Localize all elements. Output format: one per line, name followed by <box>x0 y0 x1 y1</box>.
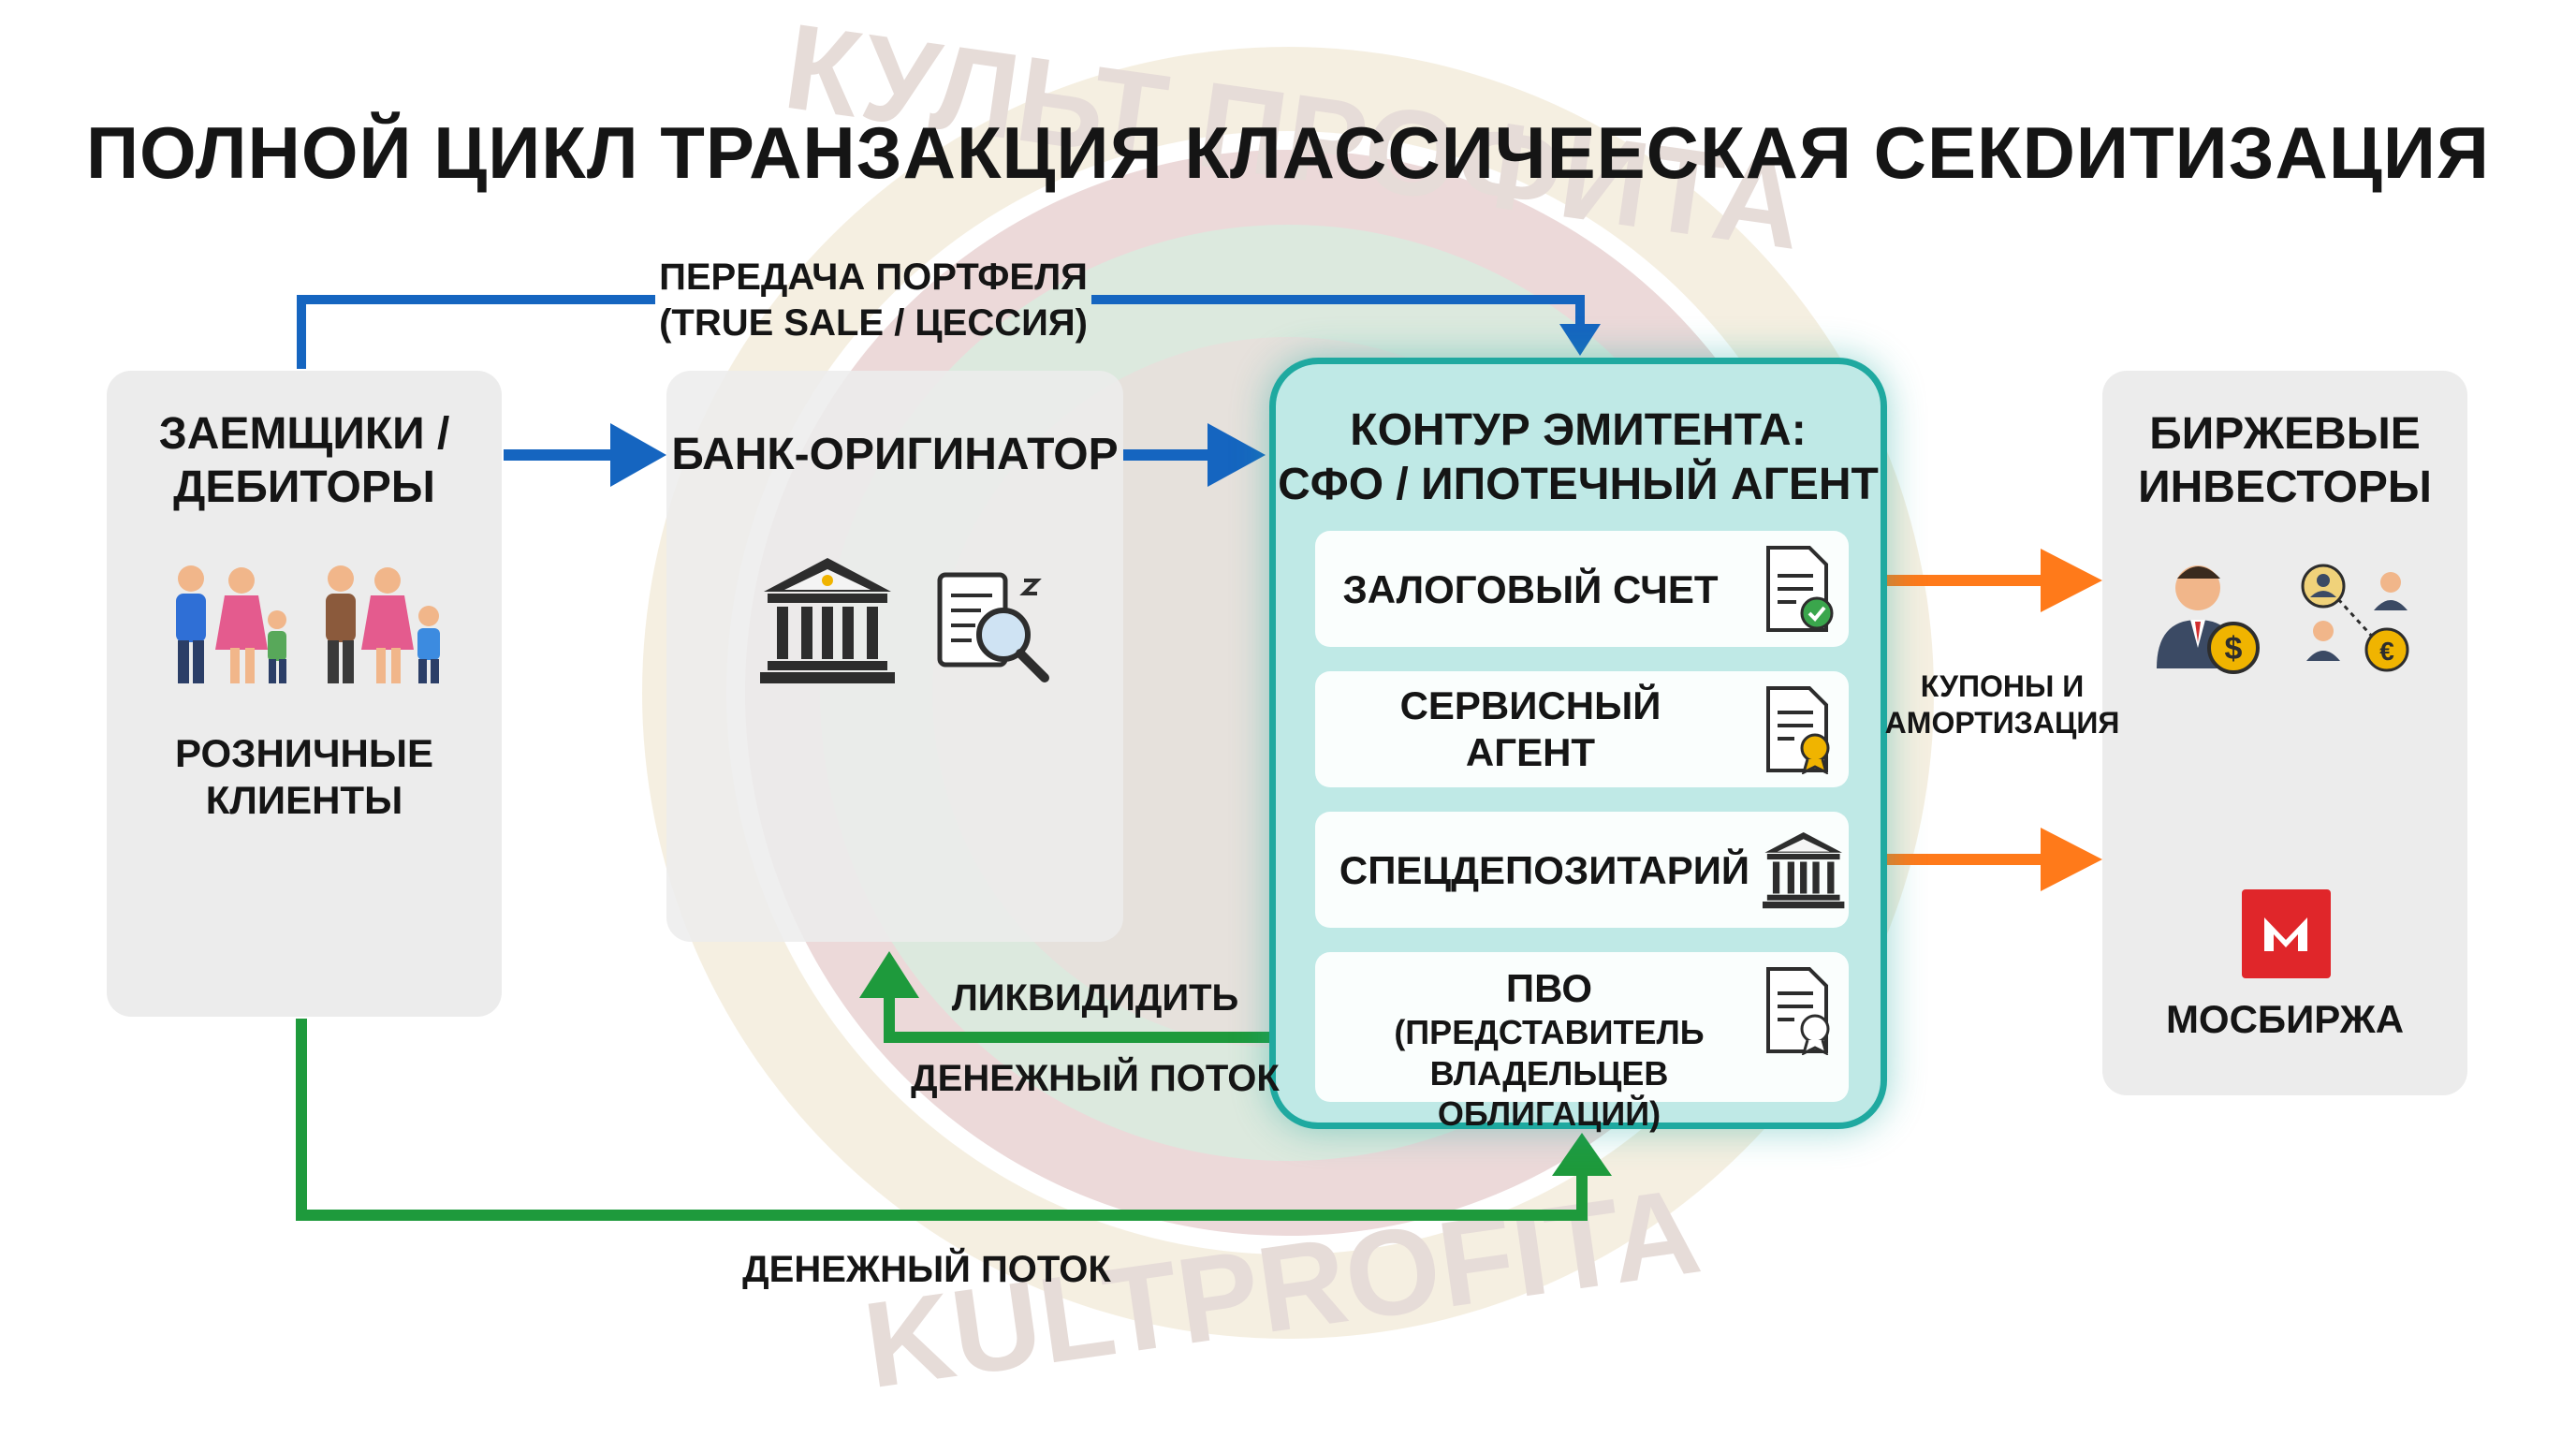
bottom-cash-flow-label: ДЕНЕЖНЫЙ ПОТОК <box>742 1249 1111 1290</box>
bank-icon <box>1763 831 1845 909</box>
svg-text:€: € <box>2379 637 2394 666</box>
emitter-title: КОНТУР ЭМИТЕНТА: СФО / ИПОТЕЧНЫЙ АГЕНТ <box>1278 405 1879 509</box>
liquidity-arrow <box>884 992 1269 1043</box>
borrowers-title: ЗАЕМЩИКИ / ДЕБИТОРЫ <box>158 409 450 512</box>
emitter-card-bondholders-representative: ПВО (ПРЕДСТАВИТЕЛЬ ВЛАДЕЛЬЦЕВ ОБЛИГАЦИЙ) <box>1315 952 1849 1133</box>
bank-panel: БАНК-ОРИГИНАТОР <box>666 371 1123 942</box>
emitter-card-collateral-account: ЗАЛОГОВЫЙ СЧЕТ <box>1315 531 1849 647</box>
document-check-icon <box>1766 546 1834 632</box>
svg-text:$: $ <box>2225 631 2243 667</box>
bank-title: БАНК-ОРИГИНАТОР <box>671 430 1119 479</box>
investor-icon: $ <box>2157 565 2260 674</box>
emitter-card-servicing-agent: СЕРВИСНЫЙ АГЕНТ <box>1315 671 1849 787</box>
family-icon <box>176 565 440 683</box>
moex-label: МОСБИРЖА <box>2165 997 2405 1041</box>
investors-title: БИРЖЕВЫЕ ИНВЕСТОРЫ <box>2138 409 2432 512</box>
retail-clients-caption: РОЗНИЧНЫЕ КЛИЕНТЫ <box>175 731 433 822</box>
borrowers-panel: ЗАЕМЩИКИ / ДЕБИТОРЫ РОЗНИЧНЫЕ КЛИЕНТЫ <box>107 371 502 1017</box>
certificate-icon <box>1766 686 1830 774</box>
moex-logo-icon <box>2242 889 2331 978</box>
portfolio-transfer-arrow <box>297 295 655 369</box>
cash-flow-arrow <box>296 1019 1588 1221</box>
emitter-card-special-depository: СПЕЦДЕПОЗИТАРИЙ <box>1315 812 1849 928</box>
bank-icon <box>760 558 895 683</box>
coupons-label: КУПОНЫ И АМОРТИЗАЦИЯ <box>1884 669 2120 741</box>
liquidity-cash-flow-label: ДЕНЕЖНЫЙ ПОТОК <box>911 1058 1280 1099</box>
portfolio-transfer-label: ПЕРЕДАЧА ПОРТФЕЛЯ (TRUE SALE / ЦЕССИЯ) <box>659 257 1088 344</box>
page-title: ПОЛНОЙ ЦИКЛ ТРАНЗАКЦИЯ КЛАССИЧЕЕСКАЯ СЕК… <box>85 111 2490 194</box>
emitter-container: КОНТУР ЭМИТЕНТА: СФО / ИПОТЕЧНЫЙ АГЕНТ З… <box>1269 358 1887 1133</box>
network-icon: € <box>2301 564 2409 672</box>
certificate-icon <box>1766 967 1830 1055</box>
liquidity-label: ЛИКВИДИДИТЬ <box>951 977 1239 1019</box>
document-search-icon <box>937 572 1049 682</box>
